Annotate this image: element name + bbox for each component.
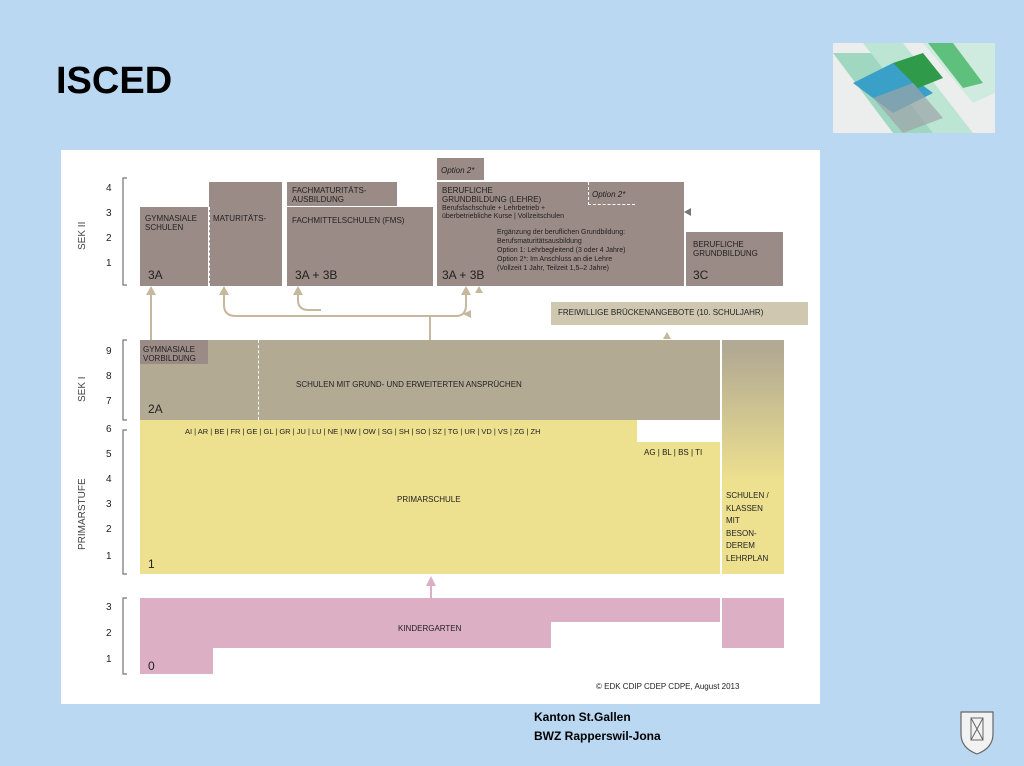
tick-kg-2: 2 — [106, 628, 112, 639]
footer-text: Kanton St.Gallen BWZ Rapperswil-Jona — [534, 708, 661, 746]
code-3c: 3C — [693, 268, 709, 282]
label-berufliche-lehre: BERUFLICHE GRUNDBILDUNG (LEHRE) — [442, 186, 542, 204]
label-kindergarten: KINDERGARTEN — [398, 624, 462, 633]
box-option-right — [588, 182, 635, 205]
label-gym-vorbildung: GYMNASIALE VORBILDUNG — [143, 345, 196, 363]
label-primarschule: PRIMARSCHULE — [397, 495, 461, 504]
box-fms — [287, 207, 433, 286]
tick-primar-2: 2 — [106, 524, 112, 535]
box-sek1 — [140, 340, 720, 420]
code-0: 0 — [148, 659, 155, 673]
box-gymnasiale-schulen — [140, 207, 208, 286]
code-3a3b-beruf: 3A + 3B — [442, 268, 485, 282]
code-1: 1 — [148, 557, 155, 571]
box-option-top — [437, 158, 484, 180]
box-gym-vorbildung — [140, 340, 208, 364]
tick-primar-4: 4 — [106, 474, 112, 485]
bwz-logo — [833, 43, 995, 133]
divider-gym — [209, 207, 211, 286]
tick-sek1-7: 7 — [106, 396, 112, 407]
label-cantons-right: AG | BL | BS | TI — [644, 448, 703, 457]
box-sonderschulen — [722, 340, 784, 574]
box-primar-right — [637, 442, 720, 574]
label-sonderschulen: SCHULEN / KLASSEN MIT BESON- DEREM LEHRP… — [726, 491, 769, 563]
tick-kg-1: 1 — [106, 654, 112, 665]
box-maturitaets — [209, 182, 282, 286]
tick-sek1-8: 8 — [106, 371, 112, 382]
label-cantons-left: AI | AR | BE | FR | GE | GL | GR | JU | … — [185, 427, 541, 436]
box-berufliche-gb — [686, 232, 783, 286]
label-sek1-schulen: SCHULEN MIT GRUND- UND ERWEITERTEN ANSPR… — [296, 380, 522, 389]
label-fms: FACHMITTELSCHULEN (FMS) — [292, 216, 405, 225]
code-2a: 2A — [148, 402, 163, 416]
copyright-note: © EDK CDIP CDEP CDPE, August 2013 — [596, 682, 740, 691]
footer-line-2: BWZ Rapperswil-Jona — [534, 729, 661, 743]
transition-arrows — [146, 286, 671, 598]
tick-sek2-3: 3 — [106, 208, 112, 219]
code-3a: 3A — [148, 268, 163, 282]
triangle-left-icon — [684, 208, 691, 216]
label-berufliche-gb: BERUFLICHE GRUNDBILDUNG — [693, 240, 758, 258]
tick-primar-3: 3 — [106, 499, 112, 510]
tick-primar-6: 6 — [106, 424, 112, 435]
tick-sek2-2: 2 — [106, 233, 112, 244]
divider-sek1 — [258, 340, 260, 420]
label-fachmaturitaet: FACHMATURITÄTS- AUSBILDUNG — [292, 186, 367, 204]
box-primar-left — [140, 420, 637, 574]
isced-diagram: SEK II SEK I PRIMARSTUFE 4 3 2 1 9 8 7 6… — [61, 150, 820, 704]
tick-kg-3: 3 — [106, 602, 112, 613]
label-option-top: Option 2* — [441, 166, 475, 175]
slide-title: ISCED — [56, 60, 173, 102]
label-berufliche-sub: Berufsfachschule + Lehrbetrieb + überbet… — [442, 205, 565, 220]
code-3a3b-fms: 3A + 3B — [295, 268, 338, 282]
box-fachmaturitaet — [287, 182, 397, 206]
label-maturitaets: MATURITÄTS- — [213, 214, 267, 223]
tick-sek2-4: 4 — [106, 183, 112, 194]
box-brueckenangebote — [551, 302, 808, 325]
box-berufliche-lehre — [437, 182, 684, 286]
axis-brackets — [122, 177, 127, 675]
tick-sek1-9: 9 — [106, 346, 112, 357]
label-brueckenangebote: FREIWILLIGE BRÜCKENANGEBOTE (10. SCHULJA… — [558, 308, 764, 317]
tick-primar-1: 1 — [106, 551, 112, 562]
divider-sonder — [720, 340, 722, 574]
tick-sek2-1: 1 — [106, 258, 112, 269]
label-ergaenzung: Ergänzung der beruflichen Grundbildung: … — [497, 229, 626, 272]
kindergarten-shape — [140, 598, 784, 674]
label-gymnasiale-schulen: GYMNASIALE SCHULEN — [145, 214, 198, 232]
tick-primar-5: 5 — [106, 449, 112, 460]
footer-line-1: Kanton St.Gallen — [534, 710, 631, 724]
label-option-right: Option 2* — [592, 190, 626, 199]
coat-of-arms-icon — [960, 711, 994, 755]
